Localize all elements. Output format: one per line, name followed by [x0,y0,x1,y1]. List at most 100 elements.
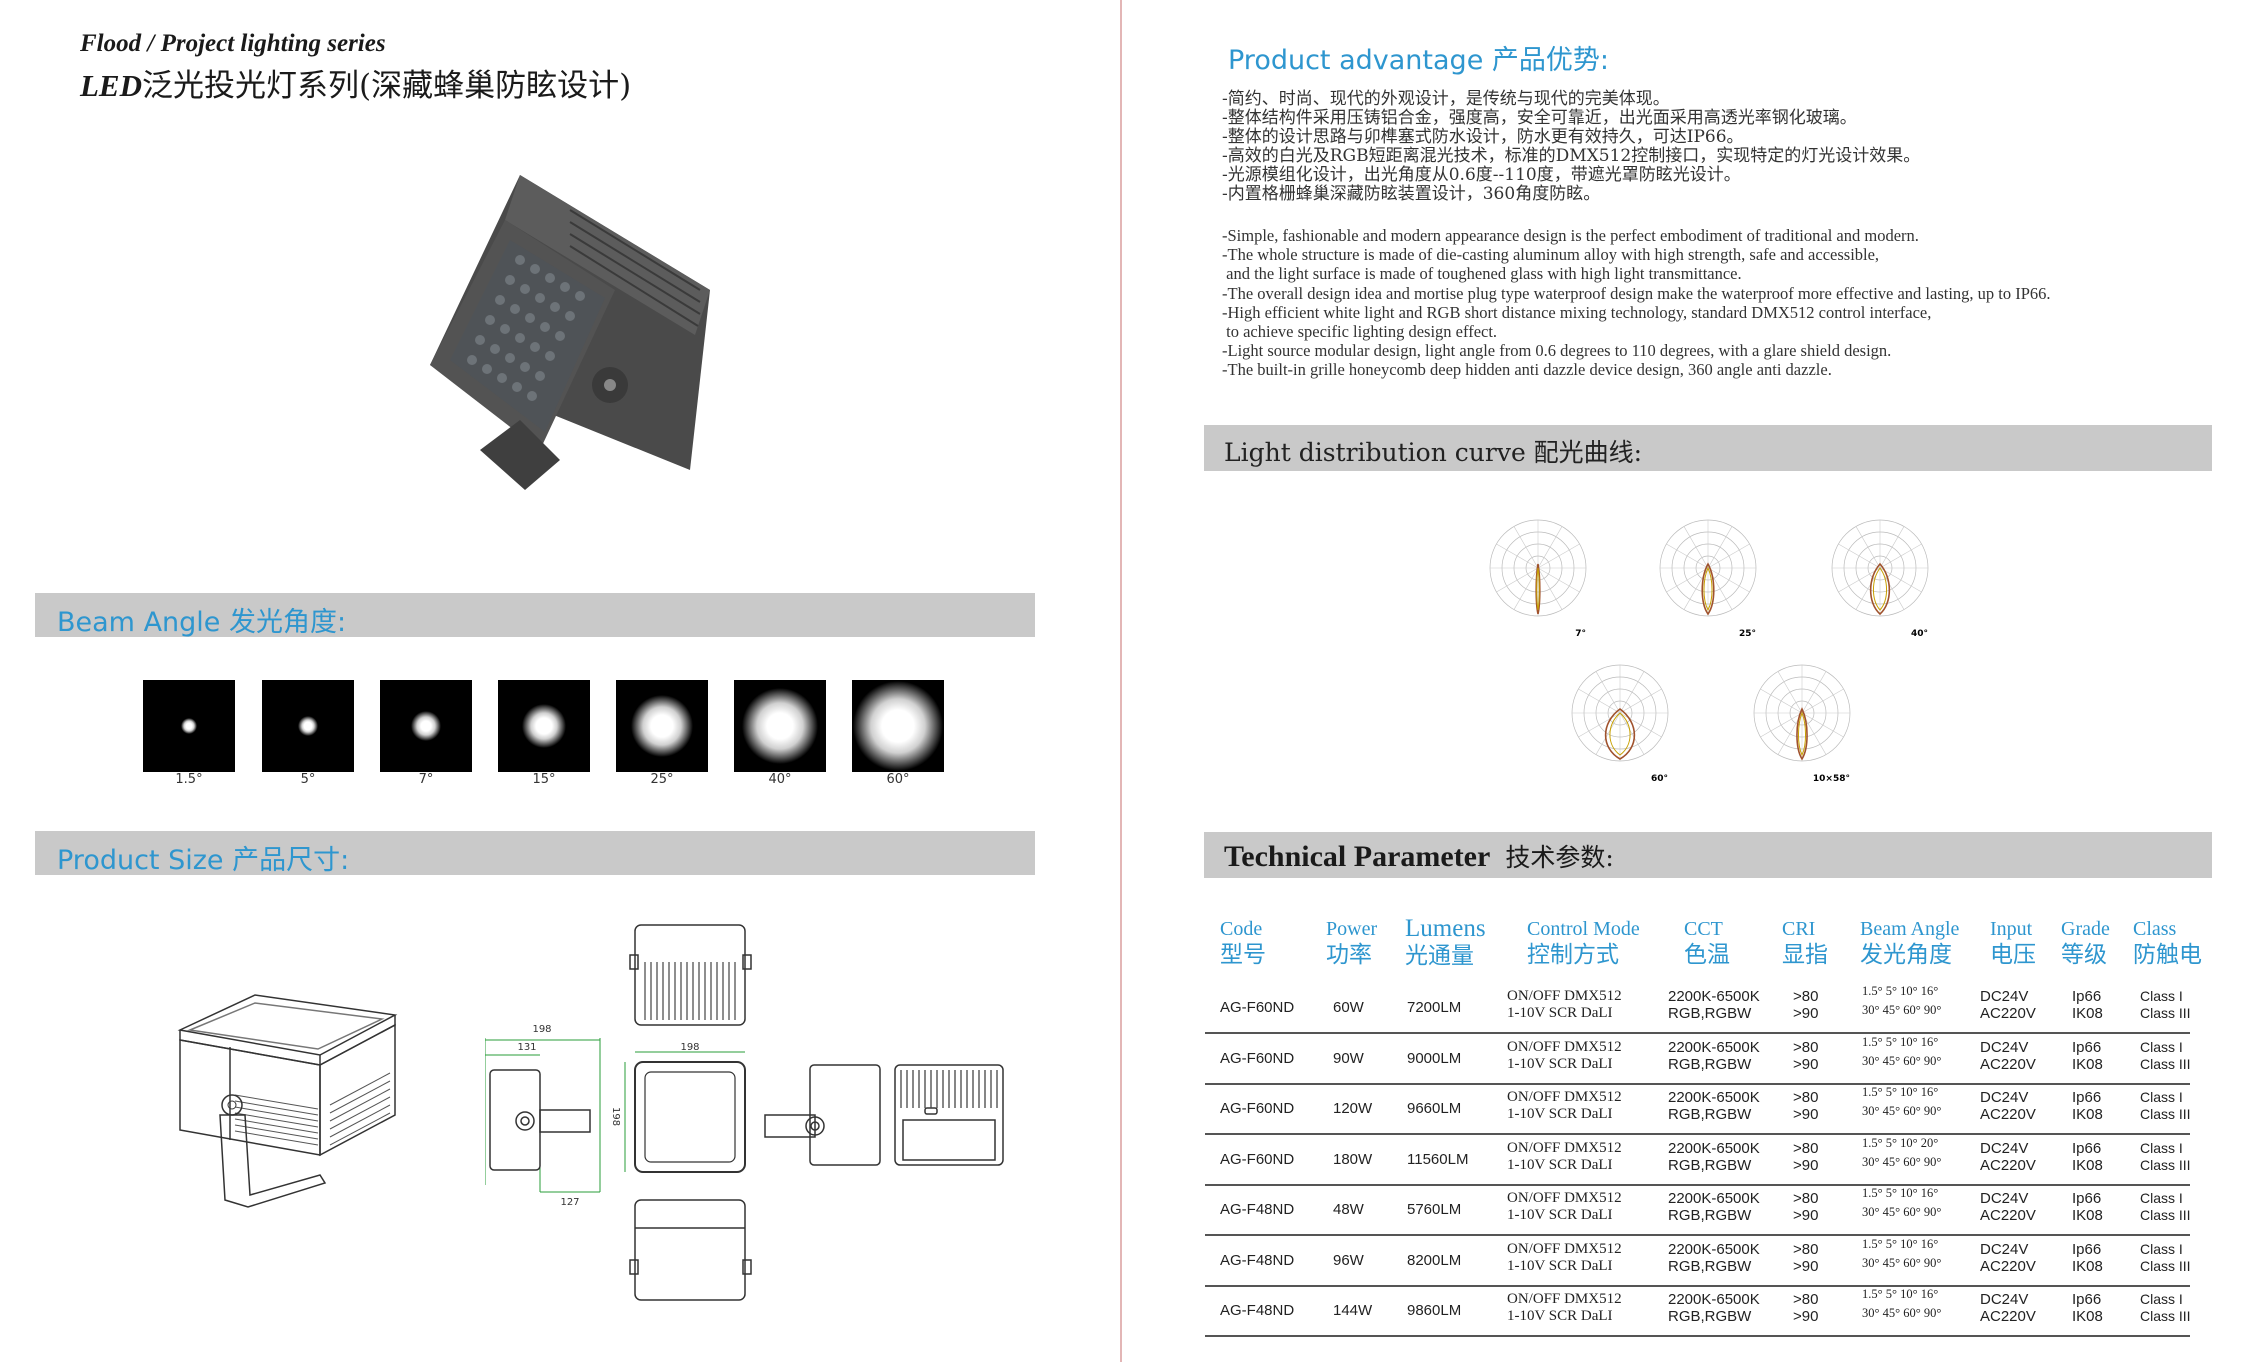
header-en: Code [1220,918,1263,940]
beam-cell: 1.5° 5° 10° 16° [1862,984,1939,998]
tech-title-cn: 技术参数: [1505,843,1614,872]
cri-cell: >90 [1793,1005,1819,1022]
cct-cell: 2200K-6500K [1668,1291,1760,1308]
product-3d-drawing [177,994,398,1208]
class-cell: Class III [2140,1257,2191,1274]
code-cell: AG-F48ND [1220,1201,1295,1218]
advantage-item-en: -The whole structure is made of die-cast… [1222,245,1880,265]
beam-sample [380,680,472,772]
code-cell: AG-F48ND [1220,1251,1295,1269]
beam-label: 40° [768,772,792,787]
input-cell: DC24V [1980,1139,2029,1157]
control-cell: ON/OFF DMX512 [1507,1291,1622,1307]
input-cell: AC220V [1980,1308,2036,1325]
cri-cell: >80 [1793,1139,1819,1157]
class-cell: Class III [2140,1308,2191,1324]
beam-cell: 30° 45° 60° 90° [1862,1104,1942,1118]
polar-curve-label: 10×58° [1813,774,1850,784]
beam-sample [498,680,590,772]
control-cell: 1-10V SCR DaLI [1507,1106,1613,1122]
cct-cell: RGB,RGBW [1668,1207,1752,1224]
cri-cell: >80 [1793,1089,1819,1106]
tech-param-band: Technical Parameter 技术参数: [1204,832,2212,878]
header-cn: 控制方式 [1527,942,1619,968]
code-cell: AG-F48ND [1220,1302,1295,1319]
advantage-item-en: -Simple, fashionable and modern appearan… [1222,226,1919,245]
polar-curve-label: 25° [1739,629,1756,639]
input-cell: AC220V [1980,1156,2036,1174]
lumens-cell: 9000LM [1407,1049,1462,1067]
cct-cell: 2200K-6500K [1668,1190,1760,1207]
light-curve-band: Light distribution curve 配光曲线: [1204,425,2212,471]
control-cell: ON/OFF DMX512 [1507,1240,1622,1257]
beam-label: 7° [418,772,434,787]
beam-sample [852,680,944,772]
beam-label: 1.5° [175,772,203,787]
beam-sample [734,680,826,772]
cri-cell: >80 [1793,1240,1819,1258]
cri-cell: >80 [1793,1291,1819,1308]
beam-cell: 30° 45° 60° 90° [1862,1053,1942,1068]
grade-cell: IK08 [2072,1055,2103,1073]
class-cell: Class III [2140,1156,2191,1173]
beam-cell: 30° 45° 60° 90° [1862,1154,1942,1169]
input-cell: DC24V [1980,988,2029,1005]
header-cn: 光通量 [1405,943,1474,969]
dim-front-width: 198 [680,1042,699,1053]
input-cell: AC220V [1980,1005,2036,1022]
class-cell: Class I [2140,1291,2183,1307]
header-en: Grade [2061,918,2110,940]
polar-curve-label: 40° [1911,629,1928,639]
grade-cell: Ip66 [2072,1240,2102,1258]
grade-cell: Ip66 [2072,988,2102,1005]
header-en: CRI [1782,918,1816,940]
control-cell: 1-10V SCR DaLI [1507,1308,1613,1324]
header-cn: 色温 [1684,942,1730,968]
polar-curve-chart: 40° [1831,519,1929,639]
cct-cell: RGB,RGBW [1668,1005,1752,1022]
header-cn: 显指 [1782,942,1828,968]
beam-label: 5° [300,772,316,787]
polar-curve-chart: 25° [1659,519,1757,639]
beam-cell: 1.5° 5° 10° 16° [1862,1085,1939,1099]
beam-cell: 30° 45° 60° 90° [1862,1255,1942,1270]
beam-cell: 30° 45° 60° 90° [1862,1205,1942,1219]
product-size-heading: Product Size 产品尺寸: [57,845,350,876]
advantage-item-en: -High efficient white light and RGB shor… [1222,302,1932,322]
beam-cell: 1.5° 5° 10° 16° [1862,1287,1939,1301]
product-size-drawing: 198 198 198 131 127 [485,924,1004,1301]
class-cell: Class I [2140,1139,2183,1156]
advantage-item-en: -Light source modular design, light angl… [1222,341,1892,361]
class-cell: Class III [2140,1005,2191,1021]
advantage-item-cn: -简约、时尚、现代的外观设计，是传统与现代的完美体现。 [1222,89,1670,109]
product-size-band: Product Size 产品尺寸: [35,831,1035,876]
class-cell: Class III [2140,1055,2191,1072]
beam-label: 25° [650,772,674,787]
cct-cell: RGB,RGBW [1668,1308,1752,1325]
polar-curve-label: 60° [1651,774,1668,784]
input-cell: DC24V [1980,1089,2029,1106]
control-cell: ON/OFF DMX512 [1507,1139,1622,1156]
control-cell: 1-10V SCR DaLI [1507,1055,1613,1072]
lumens-cell: 9860LM [1407,1302,1462,1319]
class-cell: Class I [2140,1240,2183,1257]
grade-cell: Ip66 [2072,1038,2102,1056]
grade-cell: IK08 [2072,1156,2103,1174]
control-cell: 1-10V SCR DaLI [1507,1257,1613,1274]
advantage-item-en: to achieve specific lighting design effe… [1222,322,1498,342]
grade-cell: Ip66 [2072,1190,2102,1207]
grade-cell: IK08 [2072,1308,2103,1325]
input-cell: DC24V [1980,1038,2029,1056]
grade-cell: Ip66 [2072,1291,2102,1308]
beam-angle-heading: Beam Angle 发光角度: [57,607,347,638]
class-cell: Class I [2140,1190,2183,1206]
control-cell: ON/OFF DMX512 [1507,988,1622,1004]
